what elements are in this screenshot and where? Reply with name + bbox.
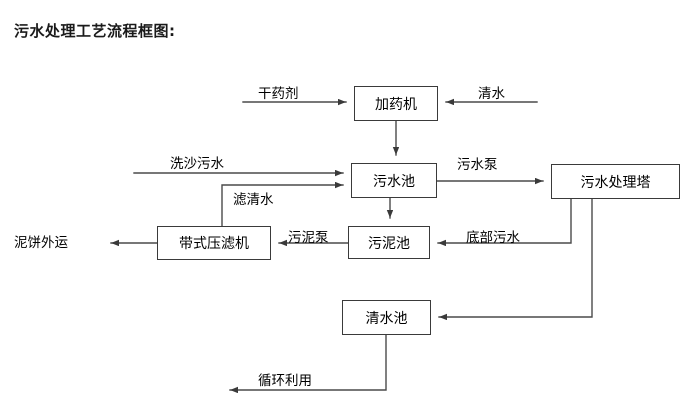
page-title: 污水处理工艺流程框图: [14,22,176,40]
node-label: 带式压滤机 [179,236,249,252]
edge-treatment-tower-bottom-sewage-to-sludge-pond [437,198,572,247]
node-label: 污水处理塔 [580,174,651,191]
edge-label-dry-agent: 干药剂 [258,86,299,102]
node-sludge-pond[interactable]: 污泥池 [348,226,430,259]
node-sewage-pond[interactable]: 污水池 [351,163,437,198]
terminal-label-mud-cake-out: 泥饼外运 [14,235,68,251]
node-treatment-tower[interactable]: 污水处理塔 [551,164,680,199]
node-clean-water-pond[interactable]: 清水池 [342,300,431,335]
edge-clean-water-pond-to-recycle-use [229,334,387,394]
node-label: 清水池 [365,310,408,327]
node-belt-filter[interactable]: 带式压滤机 [157,226,271,260]
node-label: 污水池 [373,173,415,190]
edge-treatment-tower-to-clean-water-pond [438,198,593,321]
edge-label-sand-wash-sewage: 洗沙污水 [170,156,224,172]
node-label: 加药机 [375,96,417,113]
edge-label-filtrate: 滤清水 [233,192,274,208]
edge-label-sludge-pump: 污泥泵 [288,230,329,246]
edge-label-sewage-pump: 污水泵 [457,157,498,173]
edge-label-bottom-sewage: 底部污水 [466,230,520,246]
edge-label-clean-water-in: 清水 [478,86,505,102]
node-dosing-machine[interactable]: 加药机 [354,86,438,121]
edge-label-recycle-use: 循环利用 [258,373,312,389]
node-label: 污泥池 [368,235,410,252]
edge-filtrate-to-sewage-pond [221,181,344,227]
